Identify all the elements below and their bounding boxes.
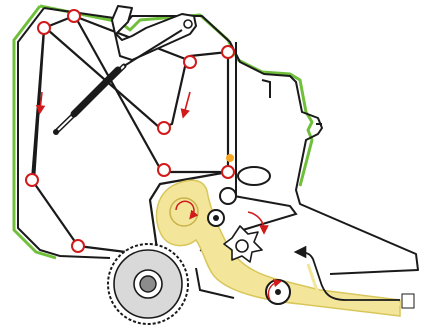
tensioning-arm [112,6,196,60]
rotation-arrow-icon [184,92,190,114]
flow-end-marker-icon [402,294,414,308]
pickup-drum [108,244,188,324]
